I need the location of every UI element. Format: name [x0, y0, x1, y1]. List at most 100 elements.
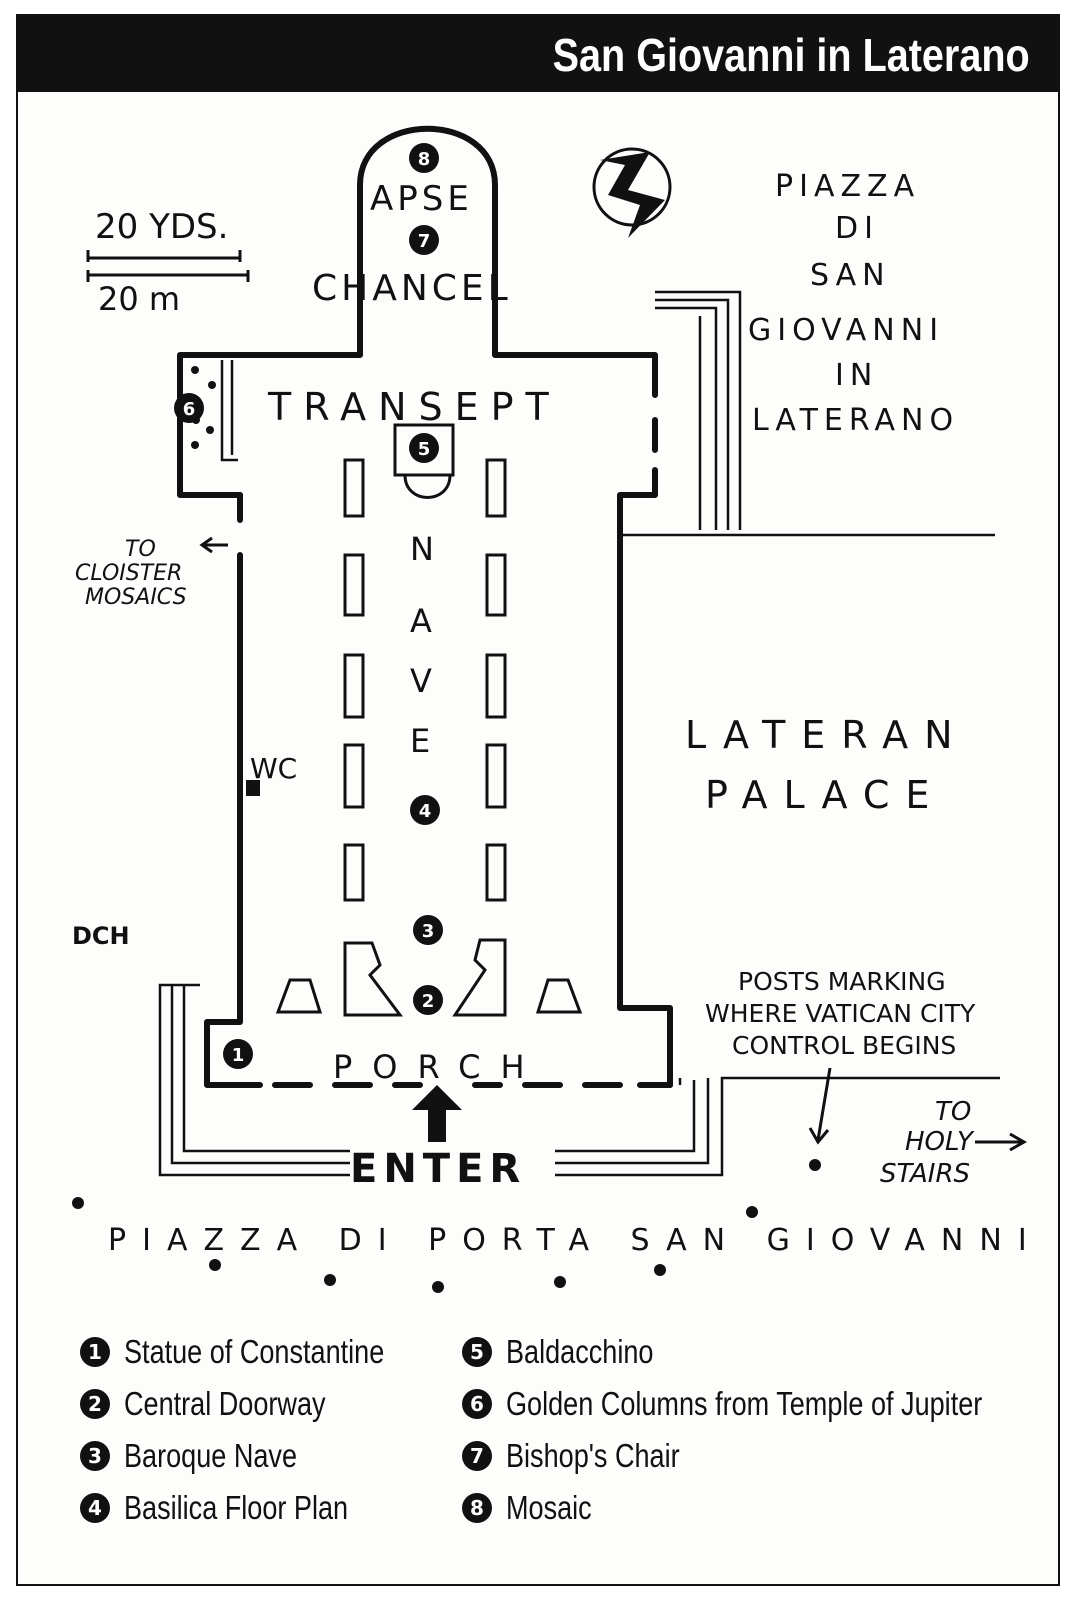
cloister-label: MOSAICS — [85, 585, 187, 610]
column — [343, 843, 365, 902]
wc-label: WC — [250, 752, 297, 785]
transept-left-wall — [177, 327, 363, 498]
piazza-porta-label: PIAZZA DI PORTA SAN GIOVANNI — [108, 1223, 1043, 1258]
basilica-floor-plan: 20 YDS. 20 m APSE CHANCEL TRANSEPT N A V… — [72, 125, 1043, 1293]
map-markers: 1 2 3 4 5 6 7 8 — [174, 143, 443, 1069]
broken-statue — [452, 938, 507, 1017]
vatican-posts — [72, 1159, 821, 1293]
holy-stairs-label: STAIRS — [880, 1159, 970, 1189]
column — [343, 553, 365, 617]
svg-text:GIOVANNI: GIOVANNI — [748, 313, 944, 348]
cloister-arrow-icon — [199, 536, 228, 554]
legend-item: 7 Bishop's Chair — [462, 1434, 718, 1478]
legend-label: Baldacchino — [506, 1333, 654, 1370]
enter-arrow-icon — [412, 1085, 462, 1142]
enter-label: ENTER — [350, 1146, 526, 1192]
legend-item: 5 Baldacchino — [462, 1330, 686, 1374]
marker-4: 4 — [410, 795, 440, 825]
column — [485, 458, 507, 518]
marker-6: 6 — [174, 393, 204, 423]
north-arrow-icon — [592, 147, 672, 238]
svg-text:7: 7 — [418, 231, 431, 252]
svg-text:6: 6 — [183, 399, 196, 420]
svg-text:8: 8 — [418, 149, 431, 170]
nave-letter: V — [410, 662, 432, 700]
holy-stairs-label: TO — [935, 1097, 971, 1127]
porch-label: PORCH — [333, 1048, 545, 1086]
nave-right-wall — [617, 532, 673, 1088]
legend-item: 8 Mosaic — [462, 1486, 611, 1530]
marker-2: 2 — [413, 985, 443, 1015]
chancel-label: CHANCEL — [312, 268, 512, 309]
marker-7: 7 — [409, 225, 439, 255]
legend-label: Basilica Floor Plan — [124, 1489, 349, 1526]
nave-letter: A — [410, 602, 432, 640]
statue-base — [275, 978, 323, 1014]
legend-number: 5 — [462, 1337, 492, 1367]
svg-text:IN: IN — [835, 358, 878, 393]
transept-right-dashed-wall — [617, 417, 658, 538]
svg-text:1: 1 — [232, 1045, 245, 1066]
legend-number: 4 — [80, 1493, 110, 1523]
legend-number: 8 — [462, 1493, 492, 1523]
broken-statue — [343, 941, 403, 1017]
marker-8: 8 — [409, 143, 439, 173]
nave-columns — [275, 423, 583, 1017]
holy-stairs-arrow-icon — [975, 1132, 1028, 1152]
legend-label: Baroque Nave — [124, 1437, 298, 1474]
page-title: San Giovanni in Laterano — [552, 29, 1030, 81]
posts-label: CONTROL BEGINS — [732, 1031, 956, 1060]
marker-1: 1 — [223, 1039, 253, 1069]
map-legend: 1 Statue of Constantine 2 Central Doorwa… — [0, 1330, 1078, 1560]
baldacchino-box — [393, 423, 455, 477]
svg-text:PIAZZA: PIAZZA — [775, 169, 920, 204]
legend-item: 2 Central Doorway — [80, 1382, 370, 1426]
palace-label: PALACE — [705, 773, 945, 817]
scale-yards: 20 YDS. — [95, 207, 228, 247]
statue-base — [535, 978, 583, 1014]
column — [343, 653, 365, 719]
legend-label: Bishop's Chair — [506, 1437, 680, 1474]
piazza-san-giovanni-label: PIAZZA DI SAN GIOVANNI IN LATERANO — [748, 169, 959, 438]
transept-right-top-wall — [492, 327, 658, 398]
transept-label: TRANSEPT — [267, 385, 561, 429]
legend-number: 3 — [80, 1441, 110, 1471]
column — [485, 843, 507, 902]
column — [485, 553, 507, 617]
holy-stairs-label: HOLY — [905, 1127, 975, 1157]
column — [485, 653, 507, 719]
wc-marker — [246, 780, 260, 796]
legend-item: 4 Basilica Floor Plan — [80, 1486, 397, 1530]
marker-5: 5 — [409, 433, 439, 463]
cloister-label: CLOISTER — [75, 561, 182, 586]
apse-wall — [357, 125, 498, 333]
column — [343, 743, 365, 809]
legend-item: 1 Statue of Constantine — [80, 1330, 441, 1374]
legend-label: Mosaic — [506, 1489, 592, 1526]
svg-text:4: 4 — [419, 801, 432, 822]
posts-arrow-icon — [808, 1067, 832, 1145]
piazza-steps — [655, 290, 742, 530]
svg-text:SAN: SAN — [810, 258, 891, 293]
transept-inner-lines — [220, 360, 238, 462]
lateran-label: LATERAN — [685, 713, 969, 757]
legend-label: Statue of Constantine — [124, 1333, 385, 1370]
apse-label: APSE — [370, 179, 473, 219]
svg-text:3: 3 — [422, 921, 435, 942]
column — [343, 458, 365, 518]
nave-left-wall — [204, 492, 263, 1088]
legend-number: 2 — [80, 1389, 110, 1419]
column — [485, 743, 507, 809]
svg-text:LATERANO: LATERANO — [752, 403, 959, 438]
nave-letter: E — [410, 722, 430, 760]
porch-left-steps — [158, 983, 350, 1177]
dch-label: DCH — [72, 922, 130, 950]
porch-right-steps — [555, 1076, 1000, 1177]
legend-label: Golden Columns from Temple of Jupiter — [506, 1385, 983, 1422]
legend-number: 6 — [462, 1389, 492, 1419]
svg-text:2: 2 — [422, 991, 435, 1012]
legend-label: Central Doorway — [124, 1385, 326, 1422]
svg-text:5: 5 — [418, 439, 431, 460]
legend-number: 1 — [80, 1337, 110, 1367]
marker-3: 3 — [413, 915, 443, 945]
